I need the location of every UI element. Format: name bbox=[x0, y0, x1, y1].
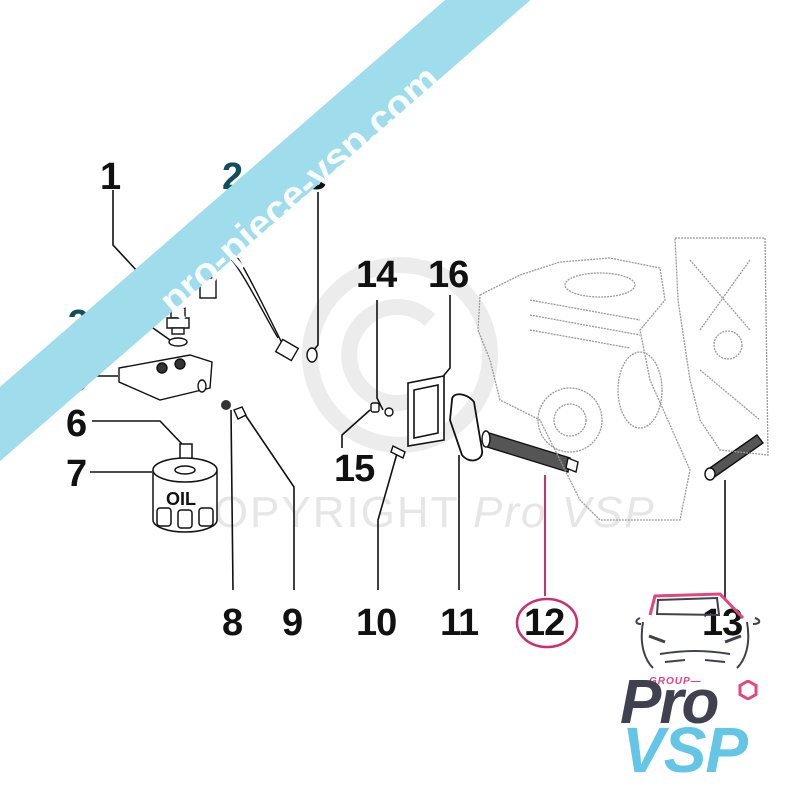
part-oil-pump-shaft bbox=[481, 430, 579, 473]
leader-15 bbox=[341, 409, 371, 448]
callout-12[interactable]: 12 bbox=[524, 602, 565, 644]
logo-pro: Pro bbox=[620, 668, 719, 737]
callout-11: 11 bbox=[440, 602, 479, 644]
part-union-fitting bbox=[166, 307, 190, 347]
callout-14: 14 bbox=[356, 254, 397, 296]
leader-14 bbox=[376, 300, 384, 411]
copyright-watermark: COPYRIGHT Pro VSP bbox=[180, 488, 656, 538]
callout-8: 8 bbox=[222, 602, 243, 644]
copyright-brand: Pro VSP bbox=[473, 488, 656, 537]
engine-block-drawing bbox=[477, 237, 769, 521]
leader-9 bbox=[243, 412, 295, 590]
logo-group-label: GROUP bbox=[649, 676, 691, 687]
part-washer-14 bbox=[384, 407, 394, 417]
leader-3 bbox=[311, 192, 319, 353]
part-gasket bbox=[449, 393, 483, 462]
hex-nut-icon bbox=[738, 680, 758, 700]
callout-1: 1 bbox=[100, 156, 121, 198]
callout-9: 9 bbox=[282, 602, 303, 644]
leader-8 bbox=[230, 409, 234, 591]
part-washer-8 bbox=[221, 400, 231, 410]
leader-6 bbox=[92, 420, 183, 445]
copyright-prefix: COPYRIGHT bbox=[180, 488, 459, 537]
callout-10: 10 bbox=[356, 602, 397, 644]
logo-group-text: —GROUP— bbox=[638, 676, 702, 687]
part-screw-10 bbox=[390, 445, 406, 459]
car-outline-icon bbox=[635, 592, 761, 669]
highlight-circle-12 bbox=[515, 597, 579, 649]
part-cover-plate bbox=[407, 375, 445, 447]
callout-7: 7 bbox=[66, 453, 87, 495]
leader-10 bbox=[377, 449, 399, 590]
callout-16: 16 bbox=[428, 254, 469, 296]
leader-16 bbox=[439, 295, 451, 381]
callout-6: 6 bbox=[66, 403, 87, 445]
logo-vsp: VSP bbox=[622, 714, 748, 786]
part-plug-9 bbox=[233, 406, 247, 420]
oil-label: OIL bbox=[166, 489, 196, 509]
callout-15: 15 bbox=[334, 448, 375, 490]
part-filter-bracket bbox=[118, 354, 213, 401]
part-drive-shaft bbox=[704, 434, 764, 481]
part-oil-filter bbox=[152, 443, 218, 533]
part-screw-15 bbox=[370, 402, 380, 413]
